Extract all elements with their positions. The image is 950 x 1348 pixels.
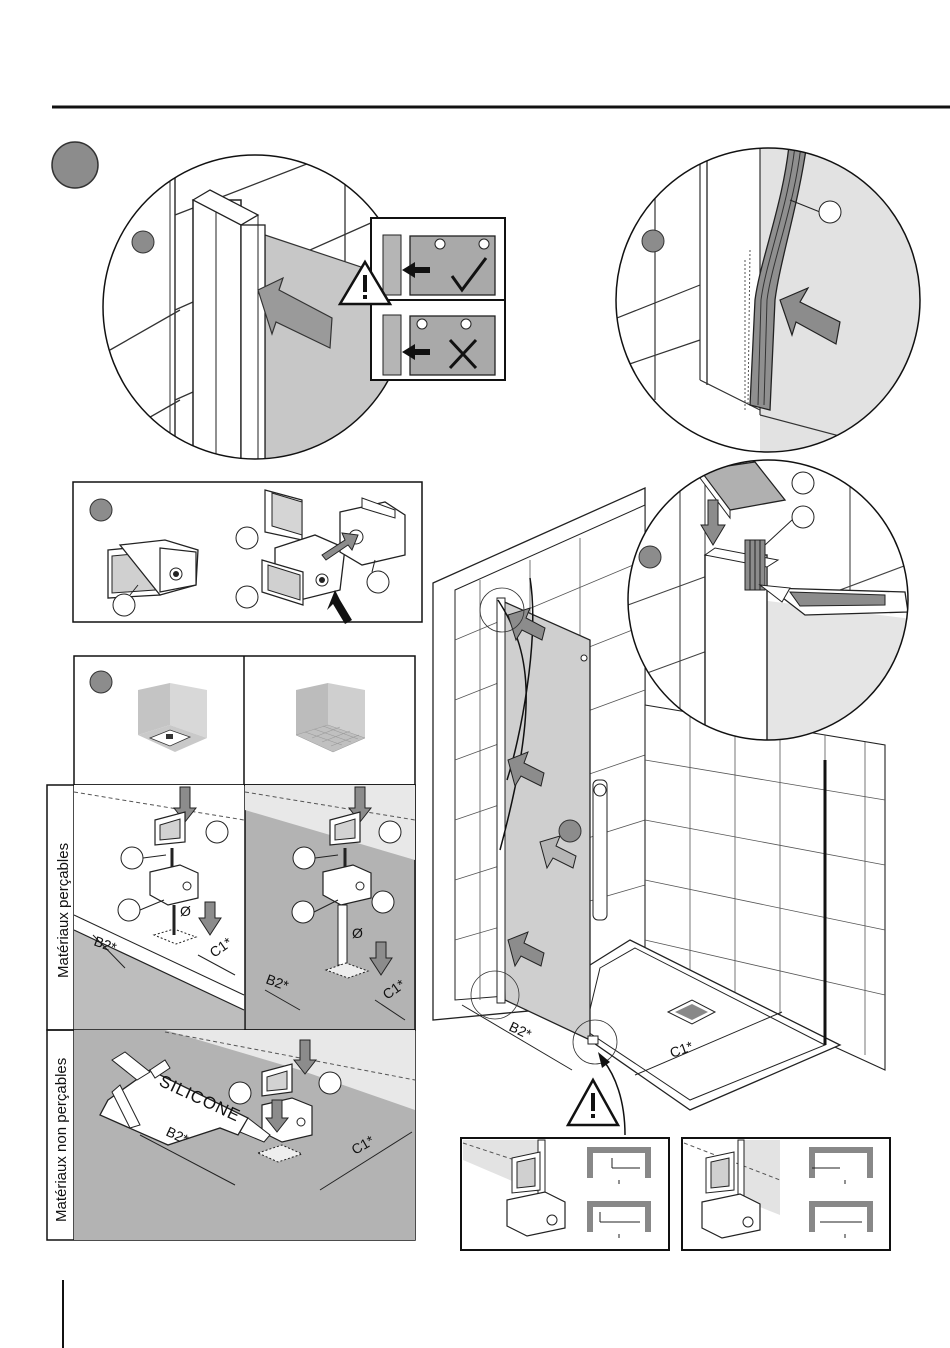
bottom-detail-right [682, 1138, 890, 1250]
drillable-panels: B2* C1* Ø B2* C1* Ø [47, 785, 415, 1030]
detail-profile-glass [100, 150, 410, 470]
floor-type-box [74, 656, 415, 785]
non-drillable-panel: SILICONE B2* C1* [47, 1030, 415, 1240]
dim-diameter-right: Ø [352, 925, 363, 941]
step-marker [52, 142, 98, 188]
dim-b2-main: B2* [507, 1018, 535, 1042]
bottom-detail-left [461, 1138, 669, 1250]
label-drillable-materials: Matériaux perçables [55, 843, 72, 978]
label-non-drillable-materials: Matériaux non perçables [53, 1058, 70, 1222]
dim-diameter-left: Ø [180, 903, 191, 919]
detail-seal-strip [610, 135, 930, 465]
clamp-assembly-box [73, 482, 422, 624]
